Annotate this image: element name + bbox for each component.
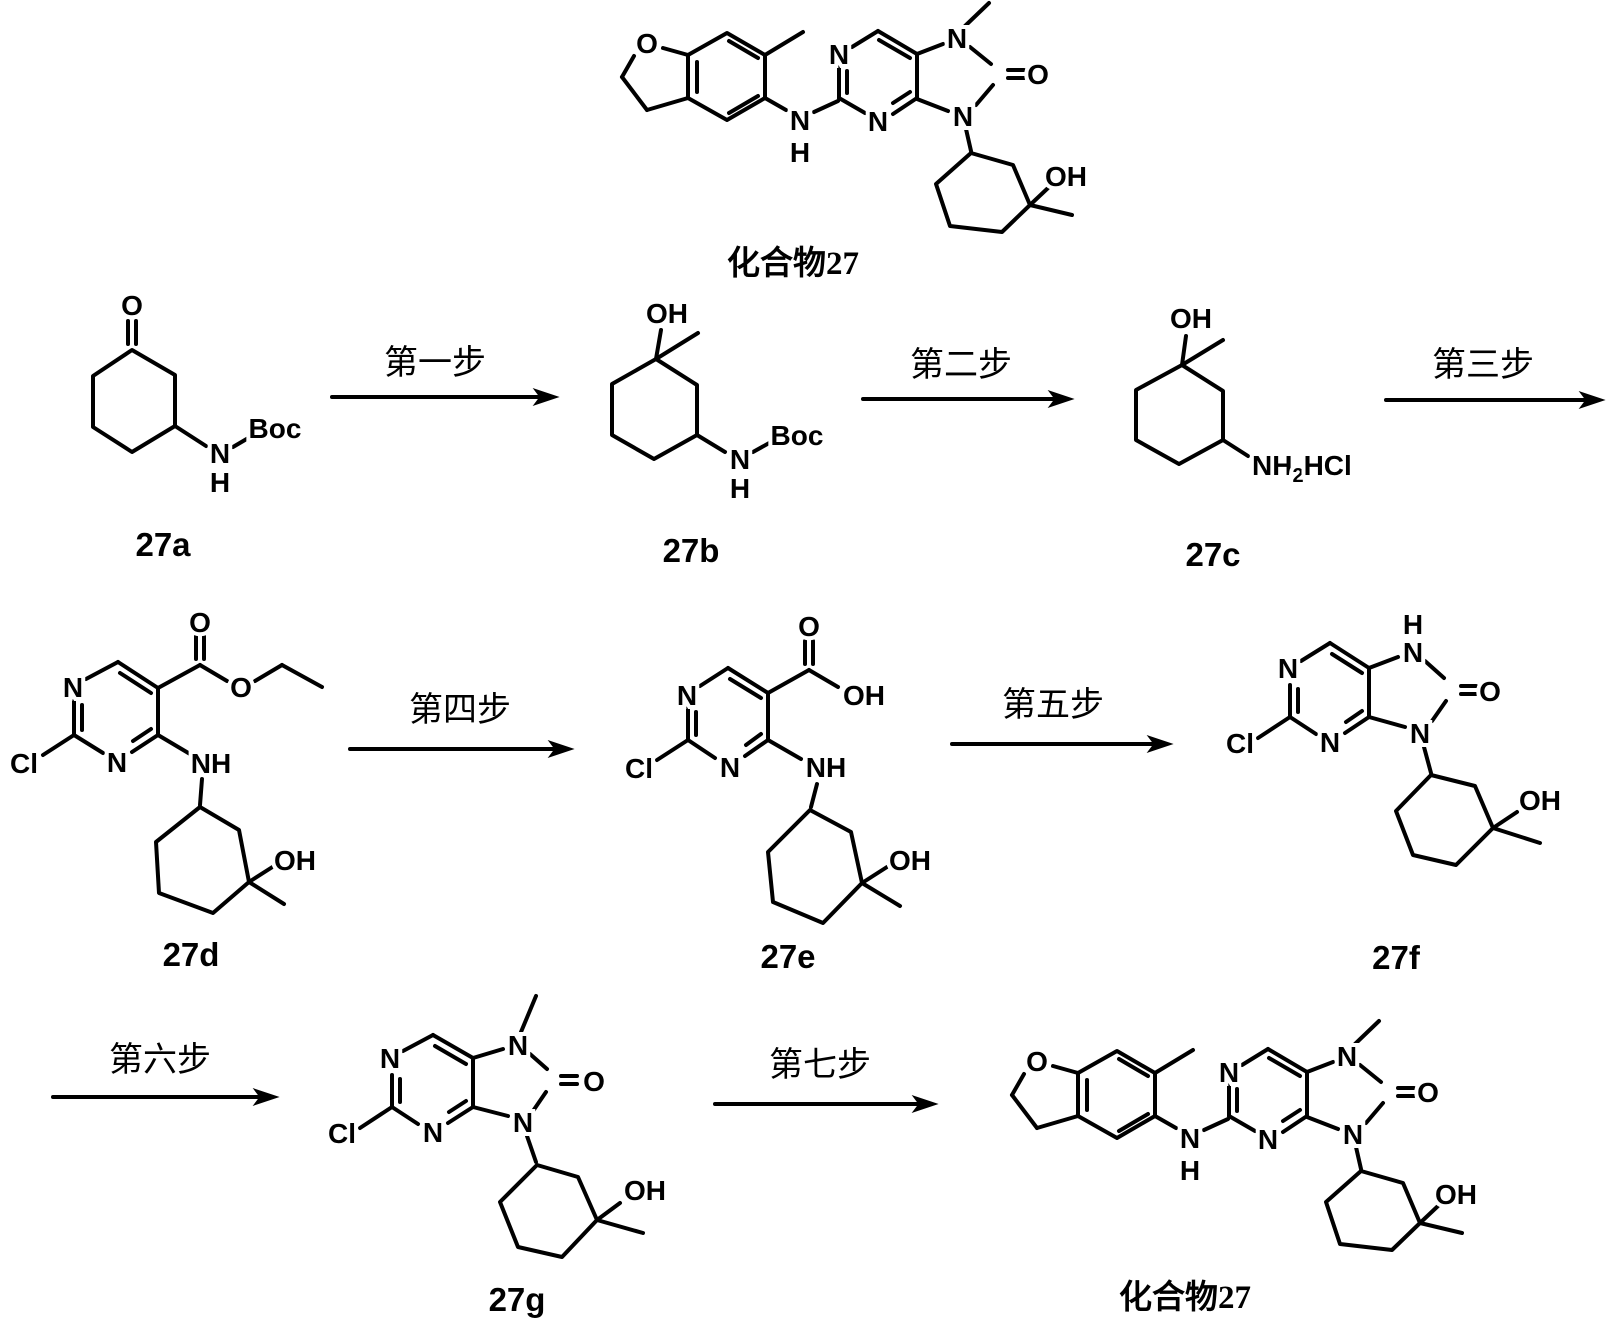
atom-furan-o: O xyxy=(636,28,658,59)
atom-n3: N xyxy=(720,752,740,783)
atom-n1: N xyxy=(677,680,697,711)
arrowhead-icon xyxy=(1146,735,1174,753)
atom-hcl: HCl xyxy=(1304,450,1352,481)
compound-label-27c: 27c xyxy=(1185,536,1240,573)
arrowhead-icon xyxy=(1578,391,1606,409)
step-label-5: 第五步 xyxy=(1002,686,1104,724)
atom-boc: Boc xyxy=(771,420,824,451)
structure-27g: N N Cl N O N OH xyxy=(324,994,670,1259)
reaction-arrow-step2: 第二步 xyxy=(861,346,1075,408)
atom-nh2-sub: 2 xyxy=(1292,465,1303,487)
step-label-4: 第四步 xyxy=(409,691,511,729)
bond-lines xyxy=(91,319,252,454)
atom-n3: N xyxy=(107,747,127,778)
atom-bridge-h: H xyxy=(790,137,810,168)
compound-label-27-bottom: 化合物27 xyxy=(1119,1279,1251,1316)
atom-n7: N xyxy=(947,23,967,54)
atom-cl: Cl xyxy=(10,748,38,779)
atom-cl: Cl xyxy=(1226,728,1254,759)
atom-n1: N xyxy=(829,39,849,70)
reaction-arrow-step3: 第三步 xyxy=(1384,346,1606,409)
atom-bridge-n: N xyxy=(790,105,810,136)
atom-ester-carbonyl-o: O xyxy=(189,607,211,638)
bond-lines xyxy=(655,639,902,925)
structure-27e: N N Cl O OH NH OH xyxy=(621,607,935,925)
structure-27d: N N Cl O O NH OH xyxy=(6,603,324,915)
compound-label-27g: 27g xyxy=(489,1281,546,1318)
step-label-1: 第一步 xyxy=(384,344,486,382)
atom-ketone-o: O xyxy=(121,290,143,321)
atom-n1: N xyxy=(1278,653,1298,684)
atom-carbonyl-o: O xyxy=(583,1066,605,1097)
structure-compound27: O N H N N N N O OH xyxy=(620,1,1091,234)
compound-label-27-top: 化合物27 xyxy=(727,245,859,282)
compound-label-27e: 27e xyxy=(760,938,815,975)
bond-lines xyxy=(1256,641,1542,867)
atom-boc: Boc xyxy=(249,413,302,444)
atom-n3: N xyxy=(1320,727,1340,758)
atom-nh: NH xyxy=(191,748,231,779)
atom-nh: NH xyxy=(806,752,846,783)
arrowhead-icon xyxy=(1047,390,1075,408)
arrowhead-icon xyxy=(532,388,560,406)
atom-n9: N xyxy=(953,101,973,132)
atom-nh2-base: NH xyxy=(1252,450,1292,481)
compound-label-27b: 27b xyxy=(663,532,720,569)
atom-oh: OH xyxy=(1519,785,1561,816)
arrowhead-icon xyxy=(252,1088,280,1106)
atom-n: N xyxy=(210,438,230,469)
bond-lines xyxy=(358,994,645,1259)
step-label-7: 第七步 xyxy=(769,1046,871,1084)
atom-acid-carbonyl-o: O xyxy=(798,611,820,642)
arrowhead-icon xyxy=(911,1095,939,1113)
atom-oh: OH xyxy=(1045,161,1087,192)
structure-27b: OH N H Boc xyxy=(610,294,827,508)
atom-cl: Cl xyxy=(625,753,653,784)
atom-n9: N xyxy=(513,1107,533,1138)
step-label-2: 第二步 xyxy=(910,346,1012,384)
atom-h: H xyxy=(730,473,750,504)
atom-h: H xyxy=(210,467,230,498)
structure-27a: O N H Boc xyxy=(91,286,305,502)
reaction-arrow-step7: 第七步 xyxy=(713,1046,939,1113)
compound-label-27f: 27f xyxy=(1372,939,1421,976)
arrowhead-icon xyxy=(547,740,575,758)
reaction-arrow-step6: 第六步 xyxy=(51,1041,280,1106)
atom-n3: N xyxy=(868,106,888,137)
atom-amine-salt: NH2HCl xyxy=(1252,450,1352,487)
structure-27f: N N Cl H N O N OH xyxy=(1222,605,1565,867)
bond-lines xyxy=(1134,334,1250,466)
atom-carbonyl-o: O xyxy=(1027,59,1049,90)
reaction-arrow-step5: 第五步 xyxy=(950,686,1174,753)
reaction-arrow-step4: 第四步 xyxy=(348,691,575,758)
compound-label-27a: 27a xyxy=(135,526,191,563)
atom-n9: N xyxy=(1410,718,1430,749)
atom-ester-o: O xyxy=(230,672,252,703)
structure-27c: OH NH2HCl xyxy=(1134,299,1356,491)
step-label-6: 第六步 xyxy=(109,1041,211,1079)
atom-oh: OH xyxy=(274,845,316,876)
atom-n1: N xyxy=(63,672,83,703)
bond-lines xyxy=(610,328,773,461)
atom-n7-h: H xyxy=(1403,609,1423,640)
atom-n7: N xyxy=(508,1030,528,1061)
atom-carbonyl-o: O xyxy=(1479,676,1501,707)
atom-n7: N xyxy=(1403,637,1423,668)
atom-acid-oh: OH xyxy=(843,680,885,711)
bond-lines xyxy=(620,1,1074,234)
atom-n: N xyxy=(730,444,750,475)
atom-oh: OH xyxy=(1170,303,1212,334)
atom-oh: OH xyxy=(646,298,688,329)
atom-cl: Cl xyxy=(328,1118,356,1149)
step-label-3: 第三步 xyxy=(1432,346,1534,384)
atom-n1: N xyxy=(380,1043,400,1074)
compound-label-27d: 27d xyxy=(163,936,220,973)
atom-oh: OH xyxy=(889,845,931,876)
reaction-arrow-step1: 第一步 xyxy=(330,344,560,406)
atom-oh: OH xyxy=(624,1175,666,1206)
atom-n3: N xyxy=(423,1117,443,1148)
bond-lines xyxy=(41,634,324,915)
